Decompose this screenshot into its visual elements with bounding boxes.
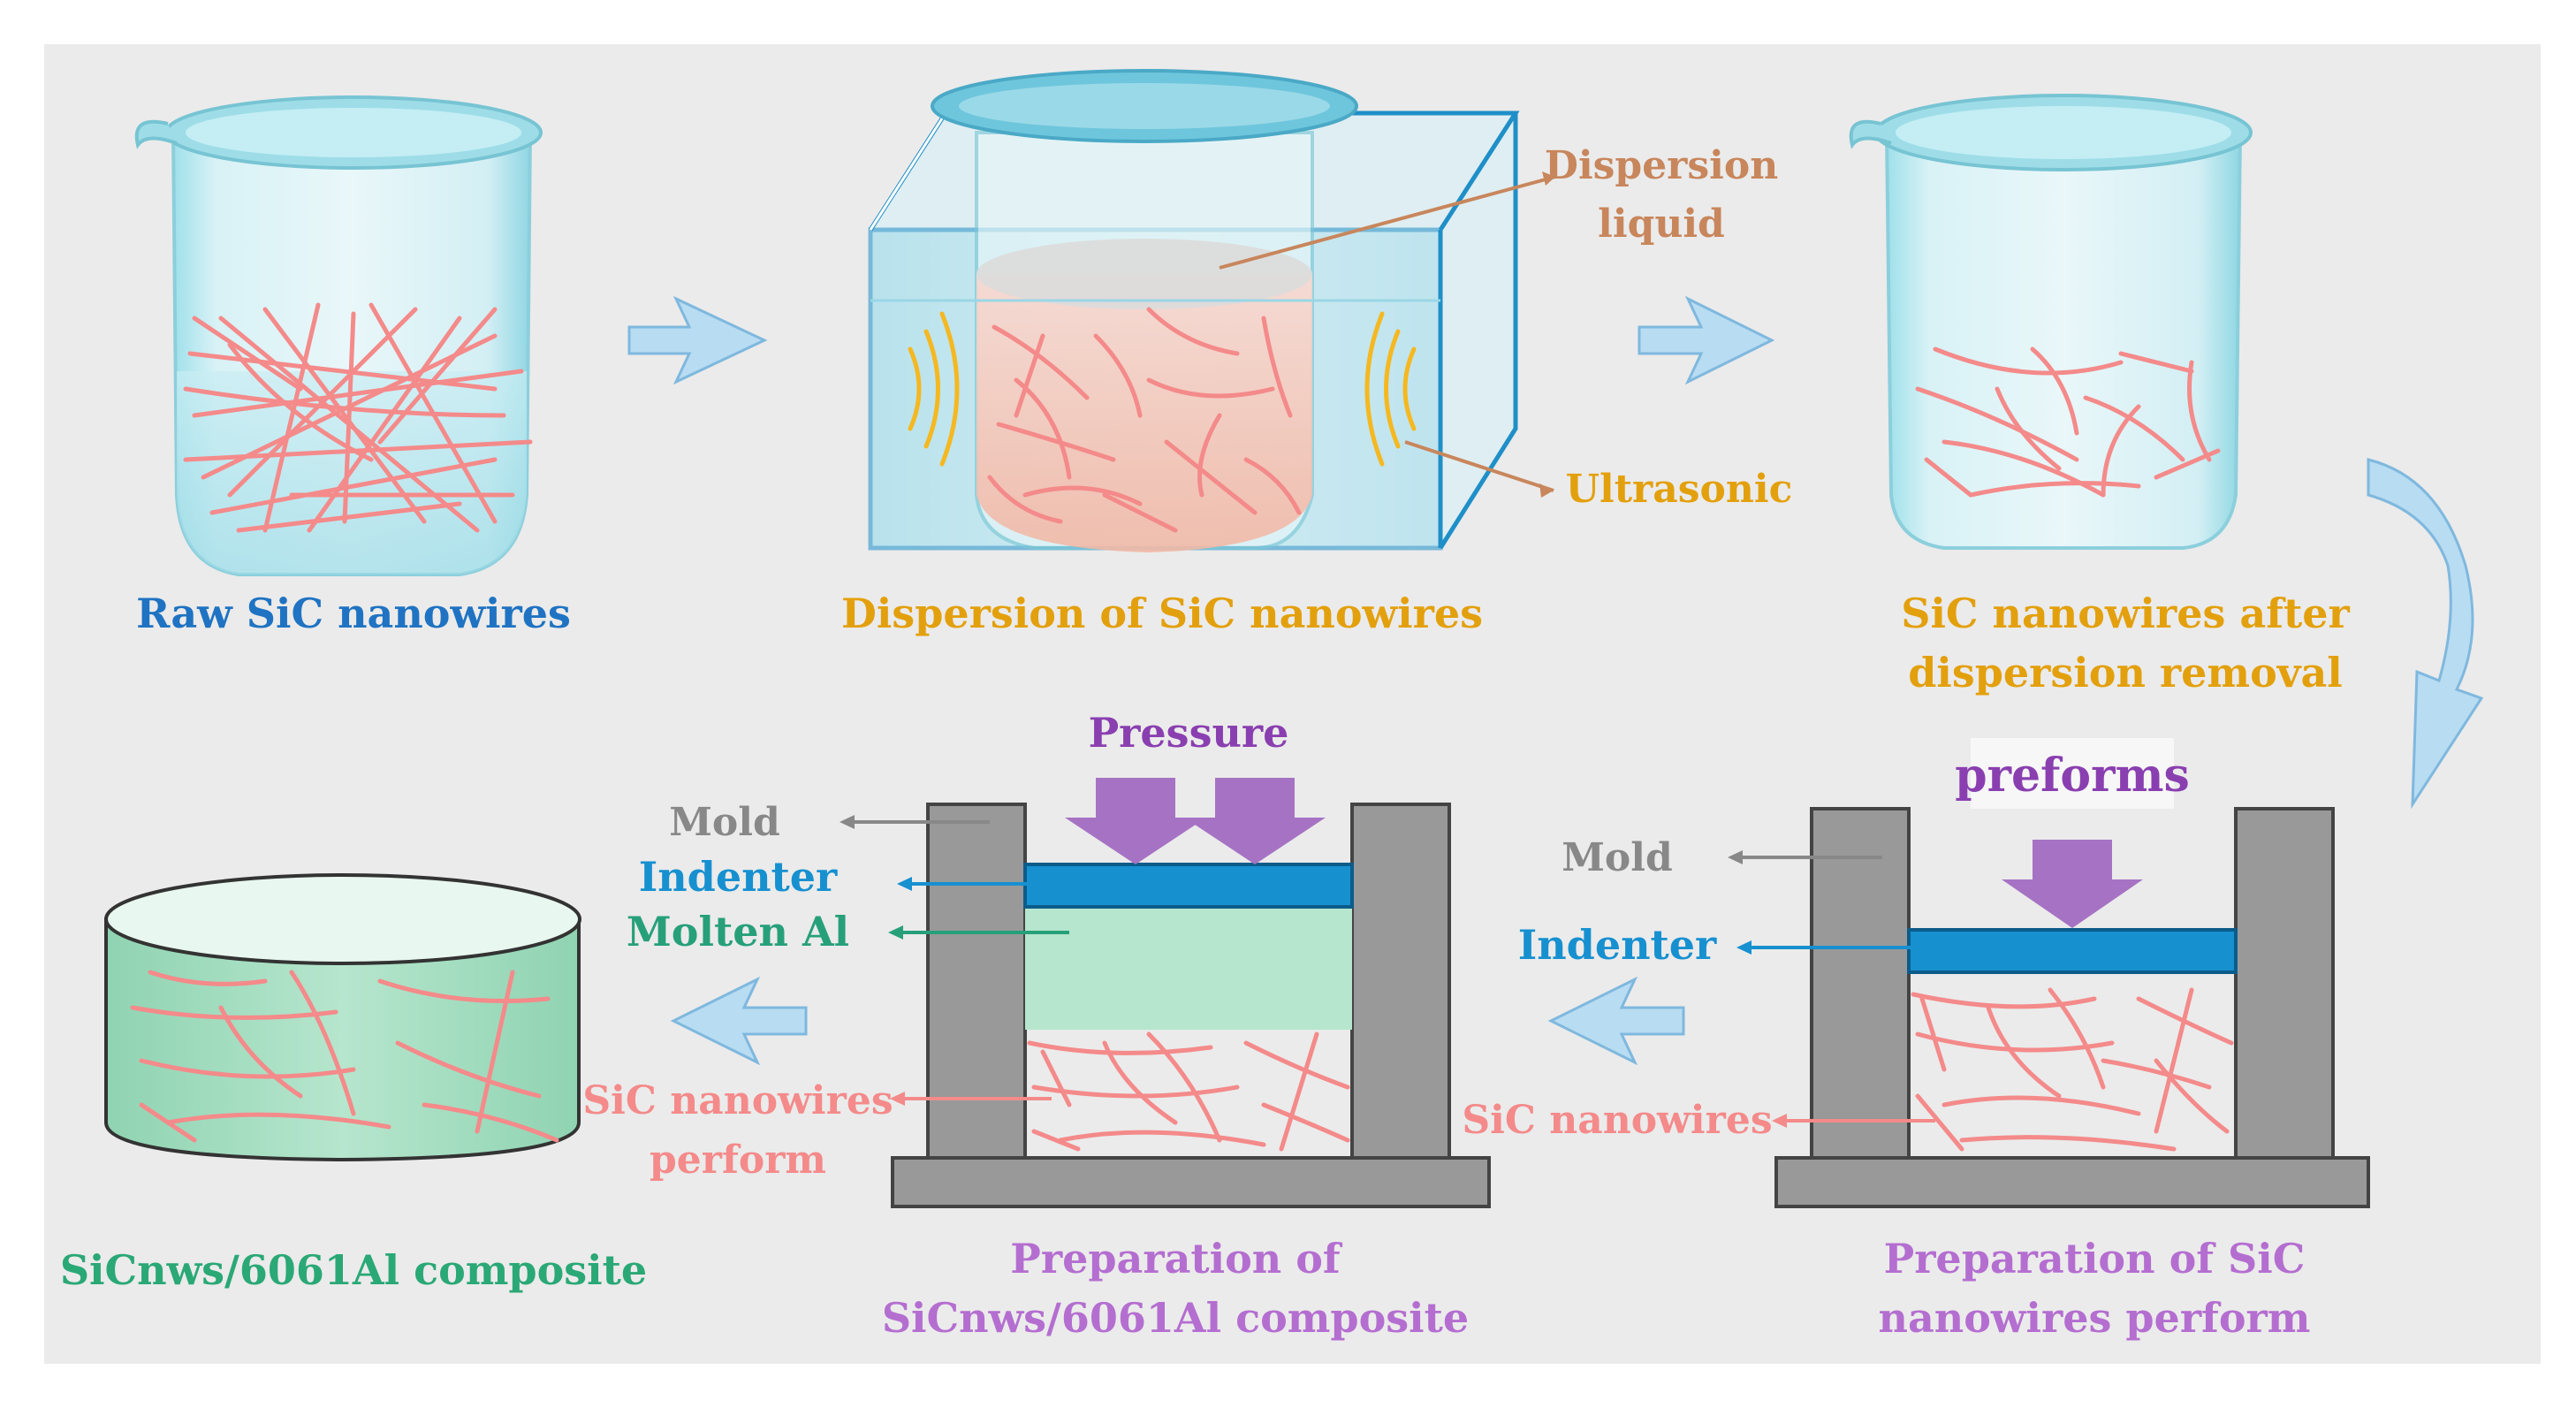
nanowires-preform — [1911, 987, 2234, 1152]
flow-arrow-2 — [1638, 295, 1775, 385]
indenter-composite — [1023, 863, 1354, 909]
perform-pointer-head — [890, 1092, 905, 1106]
nanowires-dispersion — [987, 307, 1302, 533]
nanowires-composite — [1027, 1031, 1350, 1152]
nanowires-composite-final — [130, 970, 559, 1143]
nanowires-removal — [1915, 346, 2221, 498]
caption-removal-2: dispersion removal — [1908, 649, 2343, 696]
label-pressure: Pressure — [1089, 709, 1289, 757]
indenter-pointer-composite-head — [897, 877, 912, 891]
mold-pointer-preform-head — [1728, 850, 1743, 864]
label-indenter-preform: Indenter — [1518, 921, 1717, 969]
beaker-raw — [134, 95, 543, 576]
liquid-pointer-head — [1542, 171, 1555, 186]
label-molten-al: Molten Al — [627, 908, 849, 955]
label-mold-composite: Mold — [669, 800, 780, 845]
label-ultrasonic: Ultrasonic — [1566, 467, 1793, 512]
ultrasonic-waves — [908, 311, 1417, 467]
force-arrow-composite-1 — [1065, 778, 1206, 864]
label-dispersion-liquid-1: Dispersion — [1545, 143, 1778, 188]
caption-final: SiCnws/6061Al composite — [60, 1246, 647, 1294]
mold-composite — [891, 803, 1491, 1208]
label-indenter-composite: Indenter — [639, 853, 838, 901]
ultrasonic-tank — [868, 69, 1520, 552]
caption-dispersion: Dispersion of SiC nanowires — [841, 590, 1483, 637]
nanowires-raw — [183, 302, 533, 533]
caption-removal-1: SiC nanowires after — [1901, 590, 2350, 637]
label-dispersion-liquid-2: liquid — [1598, 202, 1725, 247]
ultrasonic-pointer — [1404, 440, 1554, 492]
flow-arrow-3 — [1547, 976, 1685, 1066]
mold-pointer-composite-head — [840, 815, 855, 829]
caption-preform-2: nanowires perform — [1879, 1294, 2311, 1342]
indenter-pointer-preform-head — [1736, 940, 1752, 955]
molten-al — [1025, 906, 1352, 1030]
caption-preform-1: Preparation of SiC — [1884, 1235, 2306, 1282]
ultrasonic-pointer-head — [1539, 483, 1554, 498]
caption-composite-prep-2: SiCnws/6061Al composite — [882, 1294, 1469, 1342]
label-perform-2: perform — [650, 1138, 826, 1183]
flow-arrow-4 — [670, 976, 808, 1066]
flow-arrow-curved — [2367, 458, 2484, 810]
caption-composite-prep-1: Preparation of — [1010, 1235, 1343, 1282]
beaker-removal — [1849, 94, 2253, 550]
label-nanowires-preform: SiC nanowires — [1462, 1098, 1772, 1143]
indenter-preform — [1907, 928, 2238, 974]
flow-arrow-1 — [627, 295, 768, 385]
molten-pointer-head — [888, 925, 903, 940]
mold-preform — [1774, 807, 2370, 1208]
force-arrow-composite-2 — [1184, 778, 1326, 864]
label-perform-1: SiC nanowires — [582, 1078, 893, 1123]
composite-cylinder — [104, 873, 581, 1162]
label-preforms: preforms — [1955, 749, 2190, 803]
label-mold-preform: Mold — [1562, 835, 1673, 880]
caption-raw: Raw SiC nanowires — [136, 590, 571, 637]
nanowires-pointer-preform-head — [1772, 1114, 1787, 1128]
force-arrow-preform — [2002, 840, 2143, 928]
liquid-pointer — [1219, 175, 1556, 270]
preforms-label-box — [1971, 738, 2174, 809]
